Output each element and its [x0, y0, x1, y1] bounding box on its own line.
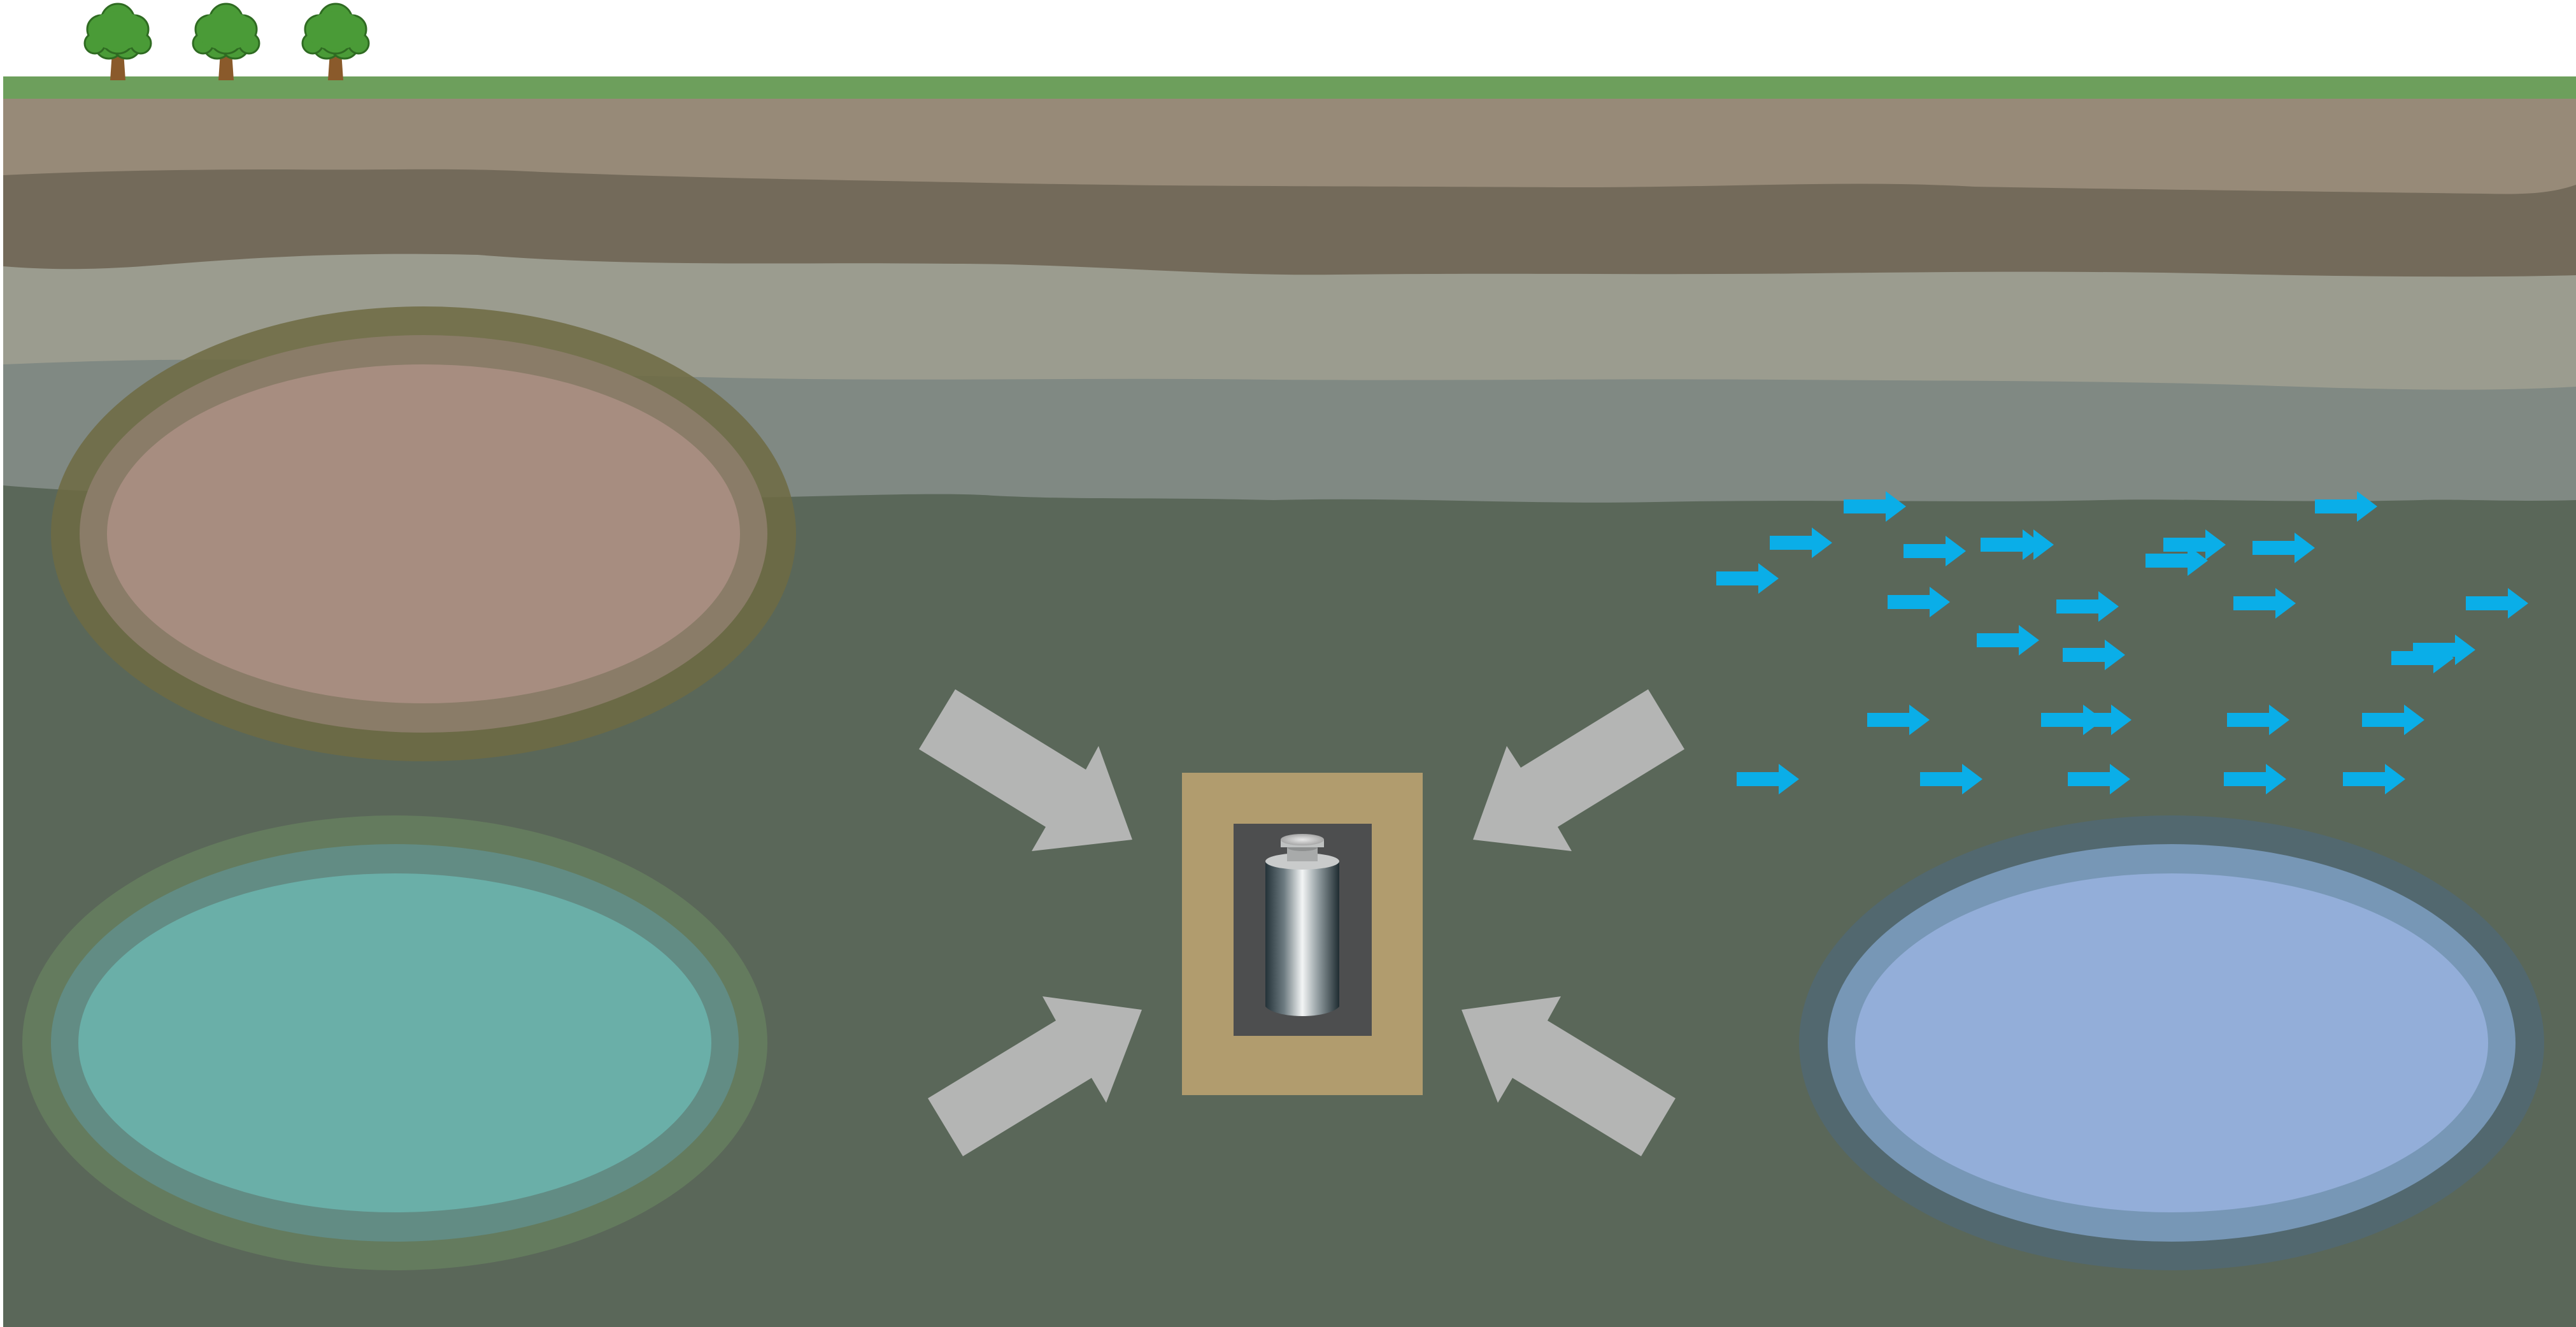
arrow-right-icon	[2466, 588, 2528, 619]
inflow-arrows	[919, 689, 1684, 1156]
arrow-right-icon	[2315, 491, 2377, 522]
topsoil-layer	[3, 76, 2576, 194]
arrow-right-icon	[2069, 705, 2131, 735]
tree-icon	[192, 3, 260, 80]
arrow-right-icon	[2056, 591, 2119, 622]
plume-blue	[1799, 815, 2544, 1270]
arrow-right-icon	[2068, 764, 2130, 794]
arrow-right-icon	[1737, 764, 1799, 794]
tree-group	[83, 3, 370, 80]
plume-blue-inner	[1855, 873, 2488, 1212]
arrow-right-icon	[2233, 588, 2296, 619]
plume-pink	[51, 306, 796, 761]
pump-cylinder-icon	[1265, 834, 1339, 1016]
arrow-icon	[928, 996, 1142, 1156]
arrow-right-icon	[2362, 705, 2424, 735]
arrow-right-icon	[2163, 529, 2226, 560]
plume-pink-inner	[107, 364, 740, 703]
arrow-right-icon	[2145, 545, 2208, 576]
arrow-icon	[1462, 996, 1676, 1156]
tree-icon	[301, 3, 370, 80]
arrow-right-icon	[1977, 625, 2039, 656]
plume-teal	[22, 815, 767, 1270]
arrow-right-icon	[2343, 764, 2405, 794]
arrow-right-icon	[1716, 563, 1779, 594]
grass-strip	[3, 76, 2576, 99]
arrow-right-icon	[1888, 587, 1950, 617]
arrow-icon	[1473, 689, 1684, 851]
arrow-right-icon	[2227, 705, 2289, 735]
arrow-right-icon	[1844, 491, 1906, 522]
groundwater-flow-arrows	[1716, 491, 2528, 794]
arrow-right-icon	[2413, 635, 2475, 665]
arrow-right-icon	[2063, 640, 2125, 670]
tree-icon	[83, 3, 152, 80]
arrow-right-icon	[1920, 764, 1982, 794]
monitoring-well	[1182, 773, 1423, 1095]
arrow-right-icon	[1770, 527, 1832, 558]
arrow-right-icon	[1904, 536, 1966, 566]
plume-teal-inner	[78, 873, 711, 1212]
arrow-right-icon	[1867, 705, 1930, 735]
arrow-right-icon	[2252, 533, 2315, 563]
sky	[0, 0, 2576, 80]
arrow-icon	[919, 689, 1132, 851]
arrow-right-icon	[2224, 764, 2286, 794]
arrow-right-icon	[1981, 529, 2043, 560]
